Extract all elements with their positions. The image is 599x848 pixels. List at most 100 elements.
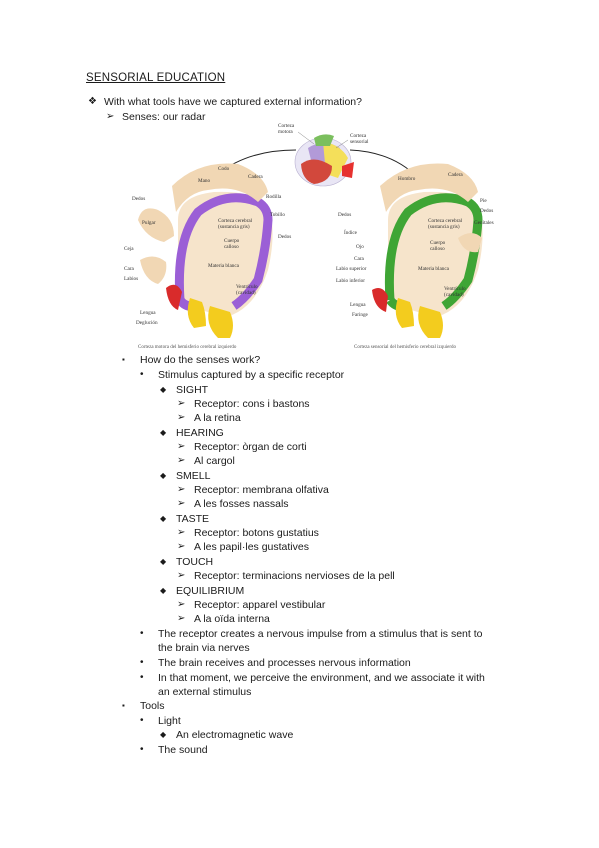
stimulus-line: Stimulus captured by a specific receptor xyxy=(158,369,345,381)
fig-label: calloso xyxy=(430,246,445,252)
sense-item: Receptor: botons gustatius xyxy=(194,527,319,539)
arrow-bullet-icon: ➢ xyxy=(177,441,186,452)
fig-label: calloso xyxy=(224,244,239,250)
sense-name: SMELL xyxy=(176,470,211,482)
fig-label: (sustancia gris) xyxy=(218,223,250,230)
diamond-small-bullet-icon: ◆ xyxy=(160,514,167,523)
sense-name: EQUILIBRIUM xyxy=(176,585,245,597)
dot-bullet-icon: • xyxy=(140,744,144,755)
sense-name: SIGHT xyxy=(176,384,209,396)
arrow-bullet-icon: ➢ xyxy=(177,570,186,581)
diamond-small-bullet-icon: ◆ xyxy=(160,730,167,739)
question-line: With what tools have we captured externa… xyxy=(104,96,362,108)
em-wave-line: An electromagnetic wave xyxy=(176,729,294,741)
fig-label: Dedos xyxy=(278,234,291,240)
arrow-bullet-icon: ➢ xyxy=(177,541,186,552)
page-title: SENSORIAL EDUCATION xyxy=(86,72,226,84)
arrow-bullet-icon: ➢ xyxy=(177,613,186,624)
sense-item: Receptor: cons i bastons xyxy=(194,398,310,410)
fig-label: Labio inferior xyxy=(336,277,365,284)
arrow-bullet-icon: ➢ xyxy=(177,412,186,423)
fig-label: Materia blanca xyxy=(208,263,240,269)
fig-label: Ventrículo xyxy=(236,284,258,290)
sense-item: A la oïda interna xyxy=(194,613,270,625)
sense-item: A la retina xyxy=(194,412,241,424)
fig-label: Genitales xyxy=(474,220,494,226)
fig-label: Rodilla xyxy=(266,194,282,200)
fig-label: Ventrículo xyxy=(444,286,466,292)
fig-label: Corteza cerebral xyxy=(218,218,253,224)
square-bullet-icon: ▪ xyxy=(122,355,125,364)
fig-label: Dedos xyxy=(132,196,145,202)
square-bullet-icon: ▪ xyxy=(122,701,125,710)
fig-label: Ojo xyxy=(356,244,364,250)
fig-label: (cavidad) xyxy=(236,289,256,296)
arrow-bullet-icon: ➢ xyxy=(177,599,186,610)
sense-item: A les papil·les gustatives xyxy=(194,541,309,553)
fig-label: Materia blanca xyxy=(418,266,450,272)
diamond-small-bullet-icon: ◆ xyxy=(160,428,167,437)
fig-label: Cuerpo xyxy=(224,238,240,244)
right-figure-caption: Corteza sensorial del hemisferio cerebra… xyxy=(354,345,457,350)
receptor-line-1: The receptor creates a nervous impulse f… xyxy=(158,628,483,640)
brain-line: The brain receives and processes nervous… xyxy=(158,657,411,669)
how-senses-work: How do the senses work? xyxy=(140,354,261,366)
receptor-line-2: the brain via nerves xyxy=(158,642,250,654)
moment-line-2: an external stimulus xyxy=(158,686,252,698)
fig-label: Tobillo xyxy=(270,212,285,218)
motor-cortex-diagram: Corteza cerebral (sustancia gris) Cuerpo… xyxy=(124,163,291,350)
sense-name: TOUCH xyxy=(176,556,214,568)
fig-label: Corteza cerebral xyxy=(428,218,463,224)
arrow-bullet-icon: ➢ xyxy=(177,484,186,495)
sense-name: TASTE xyxy=(176,513,210,525)
sense-item: A les fosses nassals xyxy=(194,498,289,510)
light-line: Light xyxy=(158,715,181,727)
fig-label: Deglución xyxy=(136,320,158,326)
sense-item: Receptor: apparel vestibular xyxy=(194,599,326,611)
fig-label: Labio superior xyxy=(336,266,367,272)
fig-label: Lengua xyxy=(140,310,156,316)
fig-label: Índice xyxy=(344,228,358,236)
fig-label: Hombro xyxy=(398,176,416,182)
moment-line-1: In that moment, we perceive the environm… xyxy=(158,672,485,684)
sense-item: Receptor: membrana olfativa xyxy=(194,484,329,496)
sound-line: The sound xyxy=(158,744,208,756)
fig-label: Codo xyxy=(218,166,230,172)
fig-label: Cuerpo xyxy=(430,240,446,246)
tools-line: Tools xyxy=(140,700,165,712)
arrow-bullet-icon: ➢ xyxy=(177,398,186,409)
fig-label: sensorial xyxy=(350,139,369,145)
fig-label: Labios xyxy=(124,276,138,282)
fig-label: (cavidad) xyxy=(444,291,464,298)
arrow-bullet-icon: ➢ xyxy=(177,455,186,466)
arrow-bullet-icon: ➢ xyxy=(106,111,115,122)
sense-item: Al cargol xyxy=(194,455,235,467)
diamond-bullet-icon: ❖ xyxy=(88,96,97,107)
fig-label: motora xyxy=(278,129,293,135)
left-figure-caption: Corteza motora del hemisferio cerebral i… xyxy=(138,345,237,350)
fig-label: Cadera xyxy=(248,174,263,180)
fig-label: Cadera xyxy=(448,172,463,178)
diamond-small-bullet-icon: ◆ xyxy=(160,557,167,566)
fig-label: Ceja xyxy=(124,246,134,252)
dot-bullet-icon: • xyxy=(140,369,144,380)
sense-item: Receptor: òrgan de corti xyxy=(194,441,307,453)
diamond-small-bullet-icon: ◆ xyxy=(160,385,167,394)
senses-radar-line: Senses: our radar xyxy=(122,111,206,123)
fig-label: Pulgar xyxy=(142,220,156,226)
sensory-cortex-diagram: Corteza cerebral (sustancia gris) Cuerpo… xyxy=(336,163,494,350)
diamond-small-bullet-icon: ◆ xyxy=(160,471,167,480)
fig-label: Pie xyxy=(480,198,487,204)
fig-label: Dedos xyxy=(338,212,351,218)
diamond-small-bullet-icon: ◆ xyxy=(160,586,167,595)
fig-label: Dedos xyxy=(480,208,493,214)
brain-homunculus-figure: Corteza motora Corteza sensorial Corteza… xyxy=(124,123,494,350)
sense-item: Receptor: terminacions nervioses de la p… xyxy=(194,570,395,582)
dot-bullet-icon: • xyxy=(140,628,144,639)
fig-label: Corteza xyxy=(278,123,295,129)
arrow-bullet-icon: ➢ xyxy=(177,498,186,509)
fig-label: Lengua xyxy=(350,302,366,308)
sense-name: HEARING xyxy=(176,427,224,439)
dot-bullet-icon: • xyxy=(140,715,144,726)
